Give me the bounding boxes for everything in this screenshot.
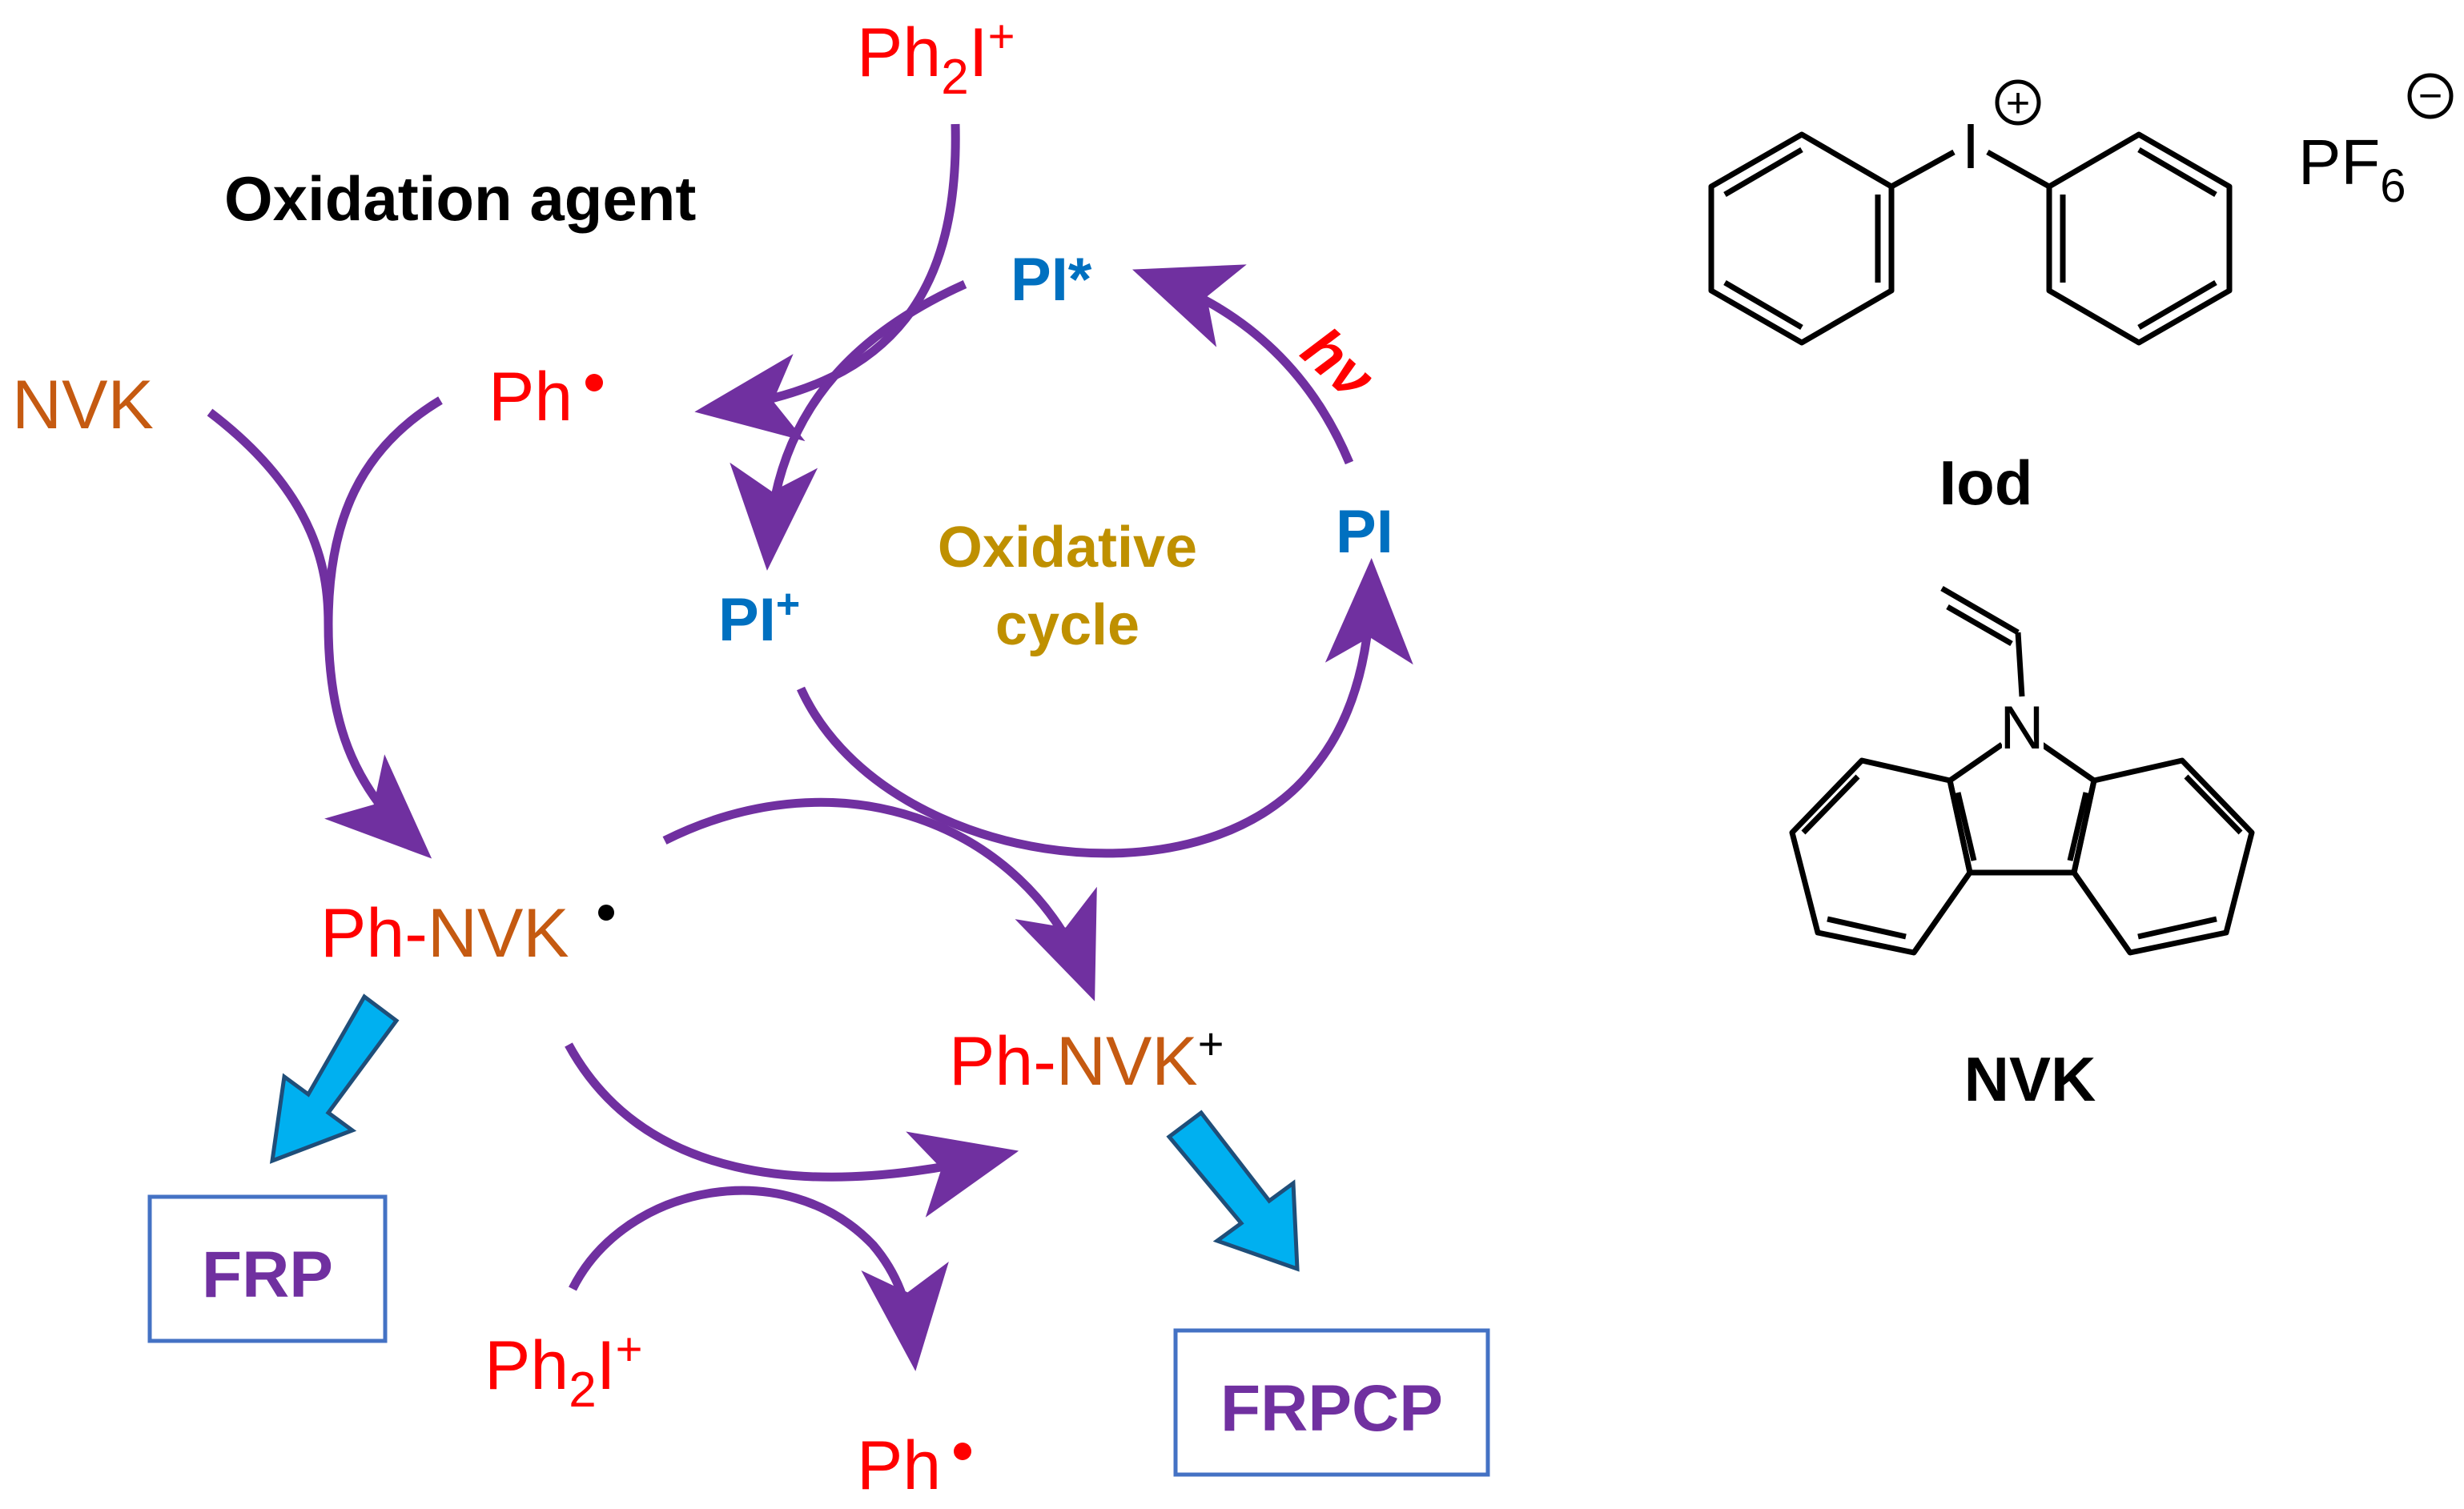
iod-atom-i: I xyxy=(1962,110,1980,182)
nvk-name: NVK xyxy=(1964,1044,2096,1114)
counterion-charge: − xyxy=(2418,73,2442,119)
iod-name: Iod xyxy=(1939,447,2033,518)
frp-label: FRP xyxy=(202,1238,333,1311)
pi-ground-label: PI xyxy=(1336,498,1393,566)
iod-charge: + xyxy=(2006,80,2030,126)
radical-dot-bottom xyxy=(954,1443,971,1460)
block-arrow-to-frpcp xyxy=(1166,1110,1300,1272)
nvk-vinyl-double xyxy=(1940,585,2020,636)
counterion-charge-circle xyxy=(2407,73,2454,119)
pi-cation-label: PI+ xyxy=(718,581,800,654)
arrow-pi-excited-to-pi-cation xyxy=(730,279,967,571)
nvk-right-ring xyxy=(2071,757,2255,956)
cycle-title-line1: Oxidative xyxy=(938,516,1197,580)
cycle-title-line2: cycle xyxy=(995,593,1140,657)
nvk-atom-n: N xyxy=(2000,694,2044,762)
iod-counterion: PF6 xyxy=(2298,126,2406,212)
block-arrows xyxy=(269,993,1300,1272)
arrow-ph2i-bottom-to-ph-radical xyxy=(569,1186,949,1371)
ph-nvk-cation: Ph-NVK+ xyxy=(949,1018,1224,1100)
block-arrow-to-frp xyxy=(269,993,400,1164)
ph2i-bottom: Ph2I+ xyxy=(484,1323,642,1418)
mechanism-arrows xyxy=(207,123,1413,1371)
iod-left-ring xyxy=(1708,131,1895,346)
ph2i-top: Ph2I+ xyxy=(857,10,1015,105)
hv-label: hν xyxy=(1289,315,1388,413)
arrow-ph-nvk-radical-to-ph-nvk-cation xyxy=(565,1042,1019,1218)
nvk-structure xyxy=(1789,585,2255,956)
oxidation-agent-label: Oxidation agent xyxy=(224,163,696,234)
nvk-left-ring xyxy=(1789,757,1973,956)
iod-structure xyxy=(1708,79,2233,346)
arrow-pi-to-pi-excited xyxy=(1132,264,1354,465)
iod-charge-circle xyxy=(1995,79,2041,126)
radical-dot-top xyxy=(585,374,603,391)
arrow-cycle-to-pi xyxy=(796,558,1413,858)
ph-nvk-radical: Ph-NVK xyxy=(320,895,569,972)
nvk-reactant-label: NVK xyxy=(12,367,154,443)
ph-radical-bottom: Ph xyxy=(857,1427,941,1504)
arrow-ph-radical-merge xyxy=(324,396,443,625)
iod-right-ring xyxy=(2046,131,2233,346)
pi-excited-label: PI* xyxy=(1011,246,1092,314)
frpcp-label: FRPCP xyxy=(1220,1372,1443,1445)
arrow-ph-nvk-radical-to-cation xyxy=(662,797,1097,1001)
arrow-nvk-to-ph-nvk-radical xyxy=(207,408,432,859)
frpcp-box xyxy=(1173,1328,1490,1477)
ph-radical-top: Ph xyxy=(488,359,573,435)
radical-dot-ph-nvk xyxy=(598,905,614,921)
frp-box xyxy=(147,1194,388,1343)
